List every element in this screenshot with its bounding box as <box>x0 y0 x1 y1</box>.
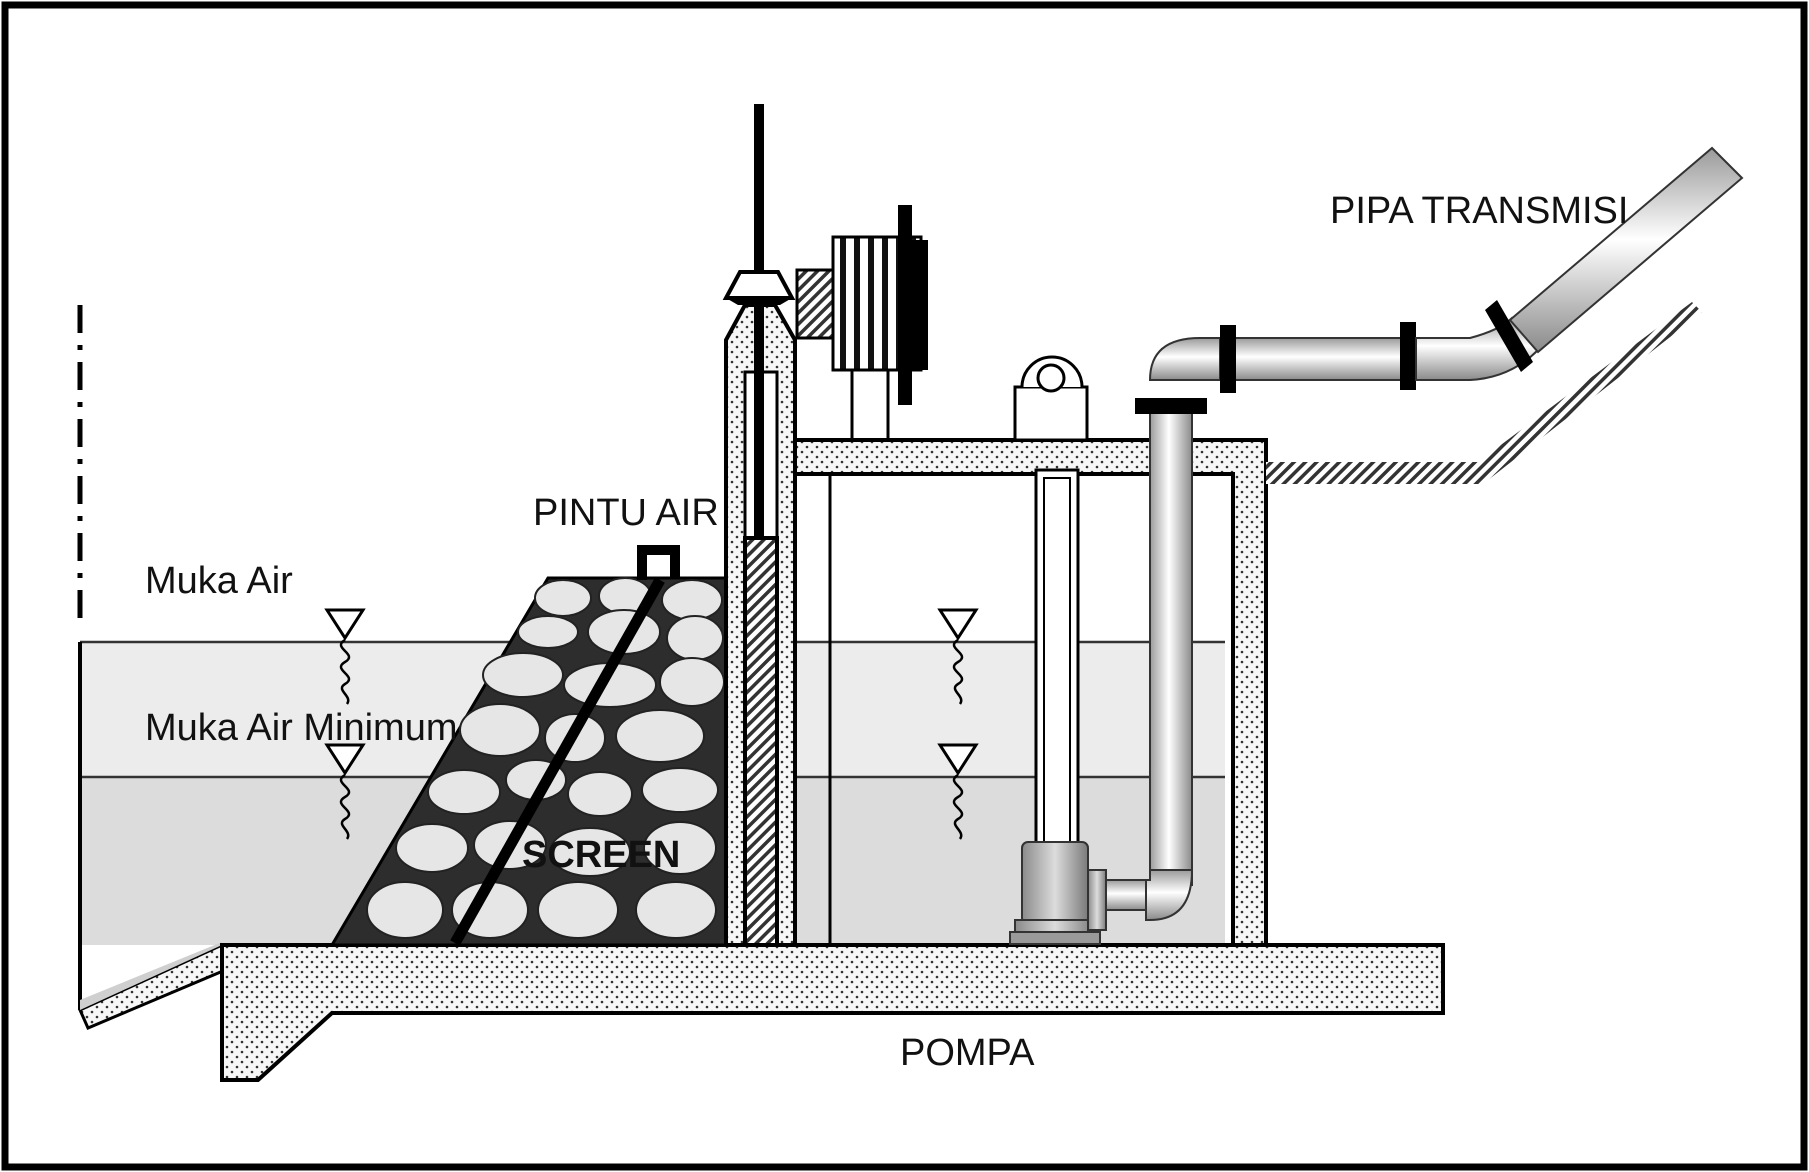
pipe-flange-1 <box>1135 398 1207 414</box>
gate-hoist-base <box>726 298 792 305</box>
label-pompa: POMPA <box>900 1032 1035 1074</box>
label-pipa-transmisi: PIPA TRANSMISI <box>1330 190 1628 232</box>
screen-bar <box>450 577 665 946</box>
label-pintu-air: PINTU AIR <box>533 492 719 534</box>
pipe-flange-4 <box>1485 300 1533 372</box>
sluice-gate <box>743 536 779 947</box>
label-screen: SCREEN <box>522 834 680 876</box>
foundation-slab <box>220 943 1445 1082</box>
riverbed-slope <box>78 942 232 1030</box>
ground-right <box>1266 302 1702 484</box>
submersible-pump-icon <box>1009 841 1194 945</box>
riverbed-channel-fill <box>80 942 222 1010</box>
screen-hook <box>637 545 680 580</box>
control-box-icon <box>1013 355 1089 442</box>
label-muka-air-minimum: Muka Air Minimum <box>145 707 458 749</box>
pipe-flange-3 <box>1400 322 1416 390</box>
rock-revetment <box>329 576 728 947</box>
label-muka-air: Muka Air <box>145 560 293 602</box>
motor-icon <box>795 205 928 440</box>
transmission-pipe-inclined <box>1508 146 1744 354</box>
rising-main-elbow <box>1148 337 1221 381</box>
gate-hoist-icon <box>722 270 796 300</box>
pipe-flange-2 <box>1220 325 1236 393</box>
guide-rail <box>1034 468 1080 872</box>
rising-main <box>1149 404 1193 886</box>
